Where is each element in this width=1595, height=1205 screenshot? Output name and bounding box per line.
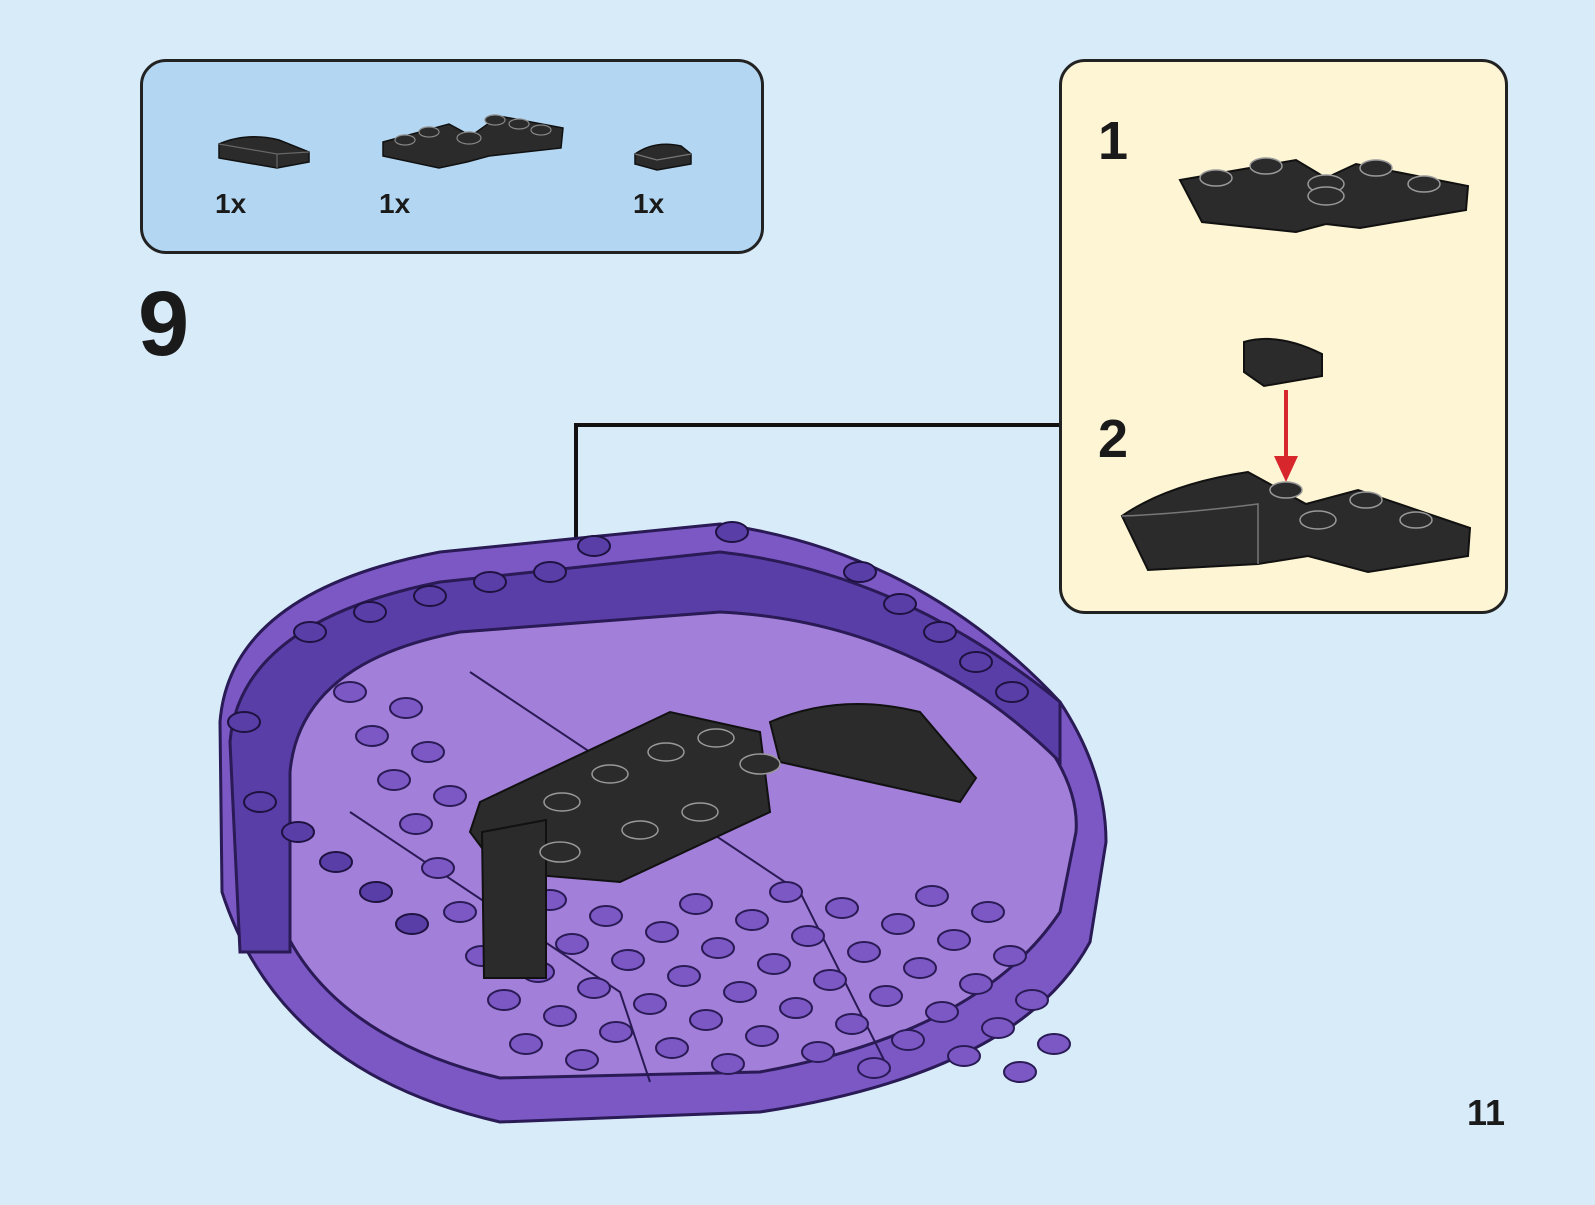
baseplate-stud [689, 1009, 723, 1031]
sub-step-number-2: 2 [1098, 409, 1129, 469]
quarter-round-tile-icon [634, 143, 692, 171]
baseplate-stud [333, 681, 367, 703]
main-model-illustration [218, 521, 1108, 1124]
baseplate-stud [389, 697, 423, 719]
baseplate-stud [599, 1021, 633, 1043]
baseplate-stud [857, 1057, 891, 1079]
baseplate-stud [791, 925, 825, 947]
baseplate-stud [421, 857, 455, 879]
baseplate-stud [971, 901, 1005, 923]
baseplate-stud [645, 921, 679, 943]
parts-list-box: 1x 1x 1x [140, 59, 764, 254]
part-quantity-1: 1x [215, 188, 247, 219]
baseplate-stud [1003, 1061, 1037, 1083]
baseplate-stud [735, 909, 769, 931]
hinge-plate-assembly-icon [1178, 157, 1470, 234]
baseplate-stud [701, 937, 735, 959]
page-number: 11 [1466, 1092, 1505, 1133]
step-number: 9 [138, 273, 190, 375]
baseplate-stud [745, 1025, 779, 1047]
baseplate-stud [947, 1045, 981, 1067]
baseplate-stud [801, 1041, 835, 1063]
baseplate-stud [915, 885, 949, 907]
baseplate-stud [565, 1049, 599, 1071]
part-quantity-2: 1x [379, 188, 411, 219]
baseplate-stud [981, 1017, 1015, 1039]
baseplate-stud [769, 881, 803, 903]
attach-slope-to-hinge-icon [1120, 337, 1472, 574]
baseplate-stud [487, 989, 521, 1011]
baseplate-stud [577, 977, 611, 999]
baseplate-stud [723, 981, 757, 1003]
baseplate-stud [711, 1053, 745, 1075]
baseplate-stud [399, 813, 433, 835]
baseplate-stud [825, 897, 859, 919]
baseplate-stud [847, 941, 881, 963]
baseplate-stud [925, 1001, 959, 1023]
baseplate-stud [869, 985, 903, 1007]
baseplate-stud [355, 725, 389, 747]
baseplate-stud [937, 929, 971, 951]
sub-assembly-box: 1 2 [1059, 59, 1508, 614]
baseplate-stud [813, 969, 847, 991]
baseplate-stud [555, 933, 589, 955]
baseplate-stud [891, 1029, 925, 1051]
baseplate-stud [903, 957, 937, 979]
baseplate-stud [1015, 989, 1049, 1011]
baseplate-stud [655, 1037, 689, 1059]
baseplate-stud [589, 905, 623, 927]
baseplate-stud [509, 1033, 543, 1055]
baseplate-stud [633, 993, 667, 1015]
hinge-plate-assembly-icon [382, 114, 564, 169]
sub-step-number-1: 1 [1098, 111, 1129, 171]
black-hinge-assembly [468, 703, 978, 979]
baseplate-stud [757, 953, 791, 975]
baseplate-stud [433, 785, 467, 807]
baseplate-stud [1037, 1033, 1071, 1055]
baseplate-stud [881, 913, 915, 935]
baseplate-stud [443, 901, 477, 923]
baseplate-stud [959, 973, 993, 995]
baseplate-stud [667, 965, 701, 987]
baseplate-stud [411, 741, 445, 763]
curved-slope-brick-icon [218, 136, 310, 169]
part-quantity-3: 1x [633, 188, 665, 219]
baseplate-stud [611, 949, 645, 971]
baseplate-stud [377, 769, 411, 791]
baseplate-stud [835, 1013, 869, 1035]
baseplate-stud [993, 945, 1027, 967]
baseplate-stud [679, 893, 713, 915]
baseplate-stud [543, 1005, 577, 1027]
baseplate-stud [779, 997, 813, 1019]
